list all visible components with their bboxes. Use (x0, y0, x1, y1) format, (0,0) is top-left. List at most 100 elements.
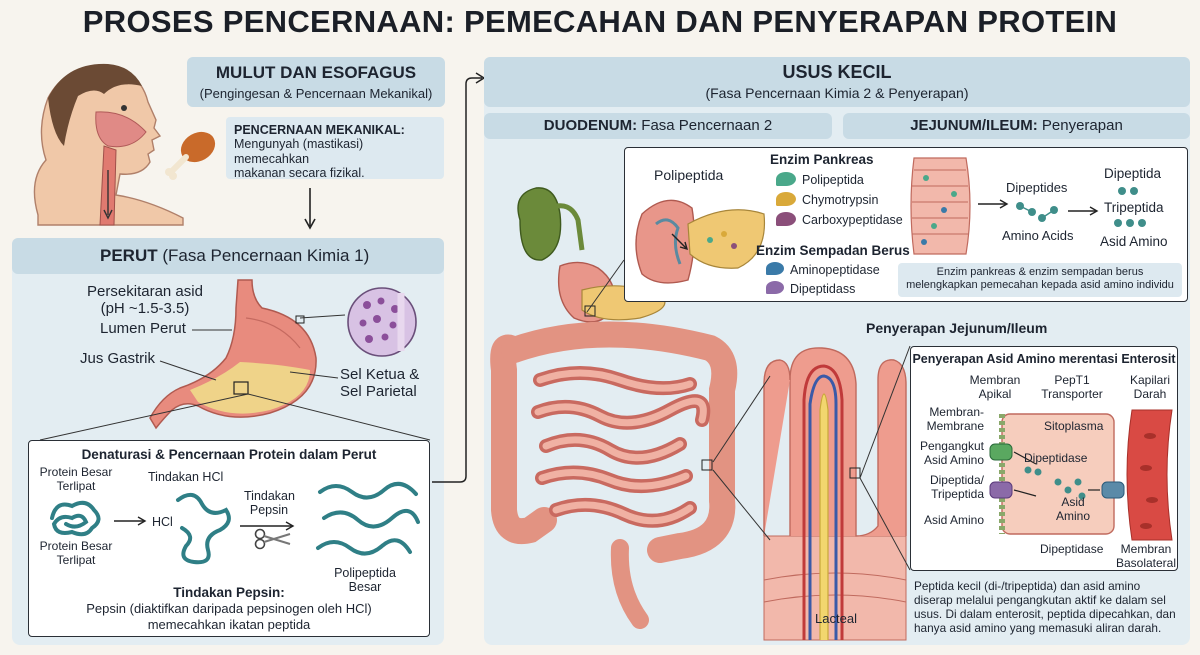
pepsin-action-2: Pepsin (249, 503, 289, 518)
dipeptidase-inner-label: Dipeptidase (1024, 451, 1088, 465)
pepsin-title: Tindakan Pepsin: (173, 585, 285, 600)
mouth-subheading: (Pengingesan & Pencernaan Mekanikal) (199, 86, 433, 101)
amino-carrier-label: Pengangkut Asid Amino (914, 439, 984, 468)
cytoplasm-label: Sitoplasma (1044, 419, 1104, 433)
protein-top-1: Protein Besar (39, 465, 113, 479)
output-amino-label: Asid Amino (1100, 234, 1168, 249)
polypeptide-large-label: Polipeptida Besar (320, 566, 410, 595)
enzyme-carboxy-label: Carboxypeptidase (802, 213, 903, 227)
polipeptida-label: Polipeptida (654, 167, 724, 183)
gastric-cells-magnifier (345, 285, 420, 360)
arrow-pepsin-icon (240, 521, 295, 531)
carrier-1: Pengangkut (919, 439, 984, 453)
membrane-1: Membran- (929, 405, 984, 419)
mech-text-2: makanan secara fizikal. (234, 166, 365, 181)
stomach-heading-bold: PERUT (100, 246, 158, 265)
enzyme-violet-icon (766, 281, 784, 294)
capillary-label: Kapilari Darah (1120, 373, 1180, 402)
protein-bottom-1: Protein Besar (39, 539, 113, 553)
down-arrow-icon (304, 188, 316, 230)
pepsin-action-1: Tindakan (244, 489, 295, 503)
acid-label: Persekitaran asid (pH ~1.5-3.5) (70, 283, 220, 318)
apical-membrane-label: Membran Apikal (960, 373, 1030, 402)
duodenum-header: DUODENUM: Fasa Pencernaan 2 (484, 113, 832, 139)
arrow-brush-to-dipeptides (978, 199, 1009, 209)
brush-border-title: Enzim Sempadan Berus (756, 243, 910, 258)
enzyme-aminopeptidase-label: Aminopeptidase (790, 263, 880, 277)
summary-3: usus. Di dalam enterosit, peptida dipeca… (914, 607, 1176, 622)
villus-illustration (763, 347, 907, 641)
cells-label-2: Sel Parietal (340, 383, 417, 401)
capillary-2: Darah (1133, 386, 1167, 401)
dipeptides-label: Dipeptides (1006, 180, 1068, 195)
apical-1: Membran (969, 373, 1021, 387)
chief-parietal-label: Sel Ketua & Sel Parietal (340, 366, 419, 401)
protein-bottom-2: Terlipat (56, 552, 96, 567)
di-tri-peptide-label: Dipeptida/ Tripeptida (914, 473, 984, 502)
amino-mid-label: Asid Amino (1050, 495, 1096, 524)
duodenum-rest: Fasa Pencernaan 2 (637, 117, 773, 134)
lumen-label: Lumen Perut (100, 320, 186, 337)
output-tripeptida-label: Tripeptida (1104, 200, 1164, 215)
pept1-2: Transporter (1041, 386, 1103, 401)
amino-mid-2: Amino (1055, 508, 1090, 523)
output-tripeptida-icon (1114, 219, 1146, 227)
enzyme-yellow-icon (776, 192, 796, 206)
enzyme-blue-icon (766, 262, 784, 275)
pepsin-text-1: Pepsin (diaktifkan daripada pepsinogen o… (86, 601, 372, 616)
protein-top-label: Protein Besar Terlipat (36, 465, 116, 494)
jejunum-bold: JEJUNUM/ILEUM: (910, 117, 1038, 134)
stomach-section-header: PERUT (Fasa Pencernaan Kimia 1) (12, 238, 444, 274)
pepsin-action-label: Tindakan Pepsin (244, 489, 295, 518)
enzyme-summary-note: Enzim pankreas & enzim sempadan berus me… (898, 263, 1182, 297)
stomach-heading-rest: (Fasa Pencernaan Kimia 1) (157, 246, 370, 265)
carrier-2: Asid Amino (923, 452, 984, 467)
enterocyte-title: Penyerapan Asid Amino merentasi Enterosi… (912, 352, 1176, 366)
chicken-leg-icon (160, 125, 220, 185)
acid-label-2: (pH ~1.5-3.5) (100, 300, 190, 318)
arrow-hcl-icon (114, 516, 147, 526)
summary-2: diserap melalui pengangkutan aktif ke da… (914, 593, 1166, 608)
folded-protein-icon (50, 500, 101, 537)
hcl-action-label: Tindakan HCl (148, 470, 224, 484)
head-illustration (8, 50, 208, 226)
intestine-subheading: (Fasa Pencernaan Kimia 2 & Penyerapan) (705, 85, 969, 101)
polypeptide-strands-icon (316, 482, 420, 556)
summary-1: Peptida kecil (di-/tripeptida) dan asid … (914, 579, 1141, 593)
membrane-2: Membrane (926, 418, 984, 433)
dipeptidase-bottom-label: Dipeptidase (1040, 542, 1104, 556)
acid-label-1: Persekitaran asid (87, 283, 203, 300)
basolateral-label: Membran Basolateral (1112, 542, 1180, 571)
jejunum-header: JEJUNUM/ILEUM: Penyerapan (843, 113, 1190, 139)
scissors-icon (254, 528, 291, 550)
page-title: PROSES PENCERNAAN: PEMECAHAN DAN PENYERA… (82, 4, 1118, 39)
mech-text-1: Mengunyah (mastikasi) memecahkan (234, 137, 364, 166)
absorption-title: Penyerapan Jejunum/Ileum (866, 320, 1048, 336)
enzyme-polipeptida-label: Polipeptida (802, 173, 864, 187)
pepsin-text-2: memecahkan ikatan peptida (147, 617, 311, 632)
amino-acids-label: Amino Acids (1002, 228, 1074, 243)
enterocyte-illustration (989, 409, 1173, 541)
enzyme-purple-icon (776, 212, 796, 226)
ditri-1: Dipeptida/ (929, 473, 984, 487)
gastric-juice-label: Jus Gastrik (80, 350, 156, 367)
duodenum-bold: DUODENUM: (543, 117, 638, 134)
intestine-section-header: USUS KECIL (Fasa Pencernaan Kimia 2 & Pe… (484, 57, 1190, 107)
stomach-detail-title: Denaturasi & Pencernaan Protein dalam Pe… (81, 447, 377, 462)
mouth-heading: MULUT DAN ESOFAGUS (215, 63, 417, 82)
protein-top-2: Terlipat (56, 478, 96, 493)
enzyme-note-1: Enzim pankreas & enzim sempadan berus (936, 266, 1144, 278)
hcl-label: HCl (152, 515, 173, 529)
brush-border-illustration (910, 157, 971, 255)
mech-title: PENCERNAAN MEKANIKAL: (234, 123, 405, 137)
protein-bottom-label: Protein Besar Terlipat (36, 539, 116, 568)
dipeptide-molecules-icon (1016, 202, 1058, 222)
basolateral-2: Basolateral (1115, 555, 1177, 570)
pept1-label: PepT1 Transporter (1032, 373, 1112, 402)
amino-left-label: Asid Amino (923, 513, 984, 527)
arrow-to-outputs (1068, 206, 1099, 216)
lacteal-label: Lacteal (815, 611, 857, 626)
output-dipeptida-icon (1118, 187, 1138, 195)
